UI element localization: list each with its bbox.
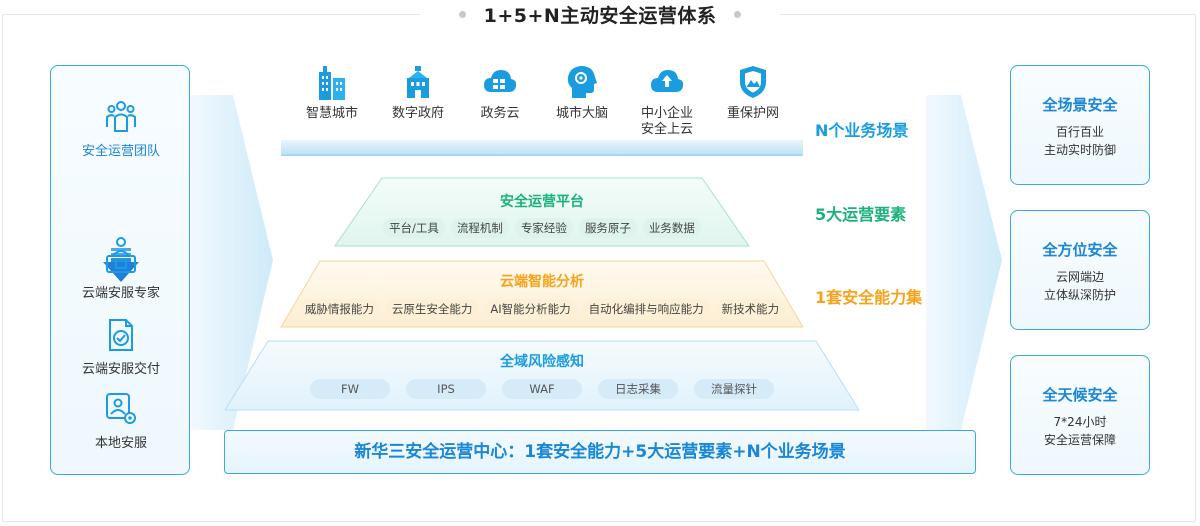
scenario-label: 政务云 <box>480 106 520 121</box>
tier-cloud-analysis: 云端智能分析 威胁情报能力 云原生安全能力 AI智能分析能力 自动化编排与响应能… <box>280 260 804 328</box>
left-item-label: 安全运营团队 <box>81 144 160 159</box>
tier-label-analysis: 1套安全能力集 <box>815 288 923 307</box>
tier-chips: FW IPS WAF 日志采集 流量探针 <box>224 379 860 399</box>
tier-label-scenarios: N个业务场景 <box>815 121 909 140</box>
right-box-line1: 7*24小时 <box>1053 415 1107 429</box>
right-box-title: 全天候安全 <box>1042 386 1118 404</box>
tier-risk-perception: 全域风险感知 FW IPS WAF 日志采集 流量探针 <box>224 340 860 411</box>
chip: 自动化编排与响应能力 <box>582 299 710 319</box>
bottom-banner: 新华三安全运营中心：1套安全能力+5大运营要素+N个业务场景 <box>224 430 976 474</box>
chip: 云原生安全能力 <box>385 299 479 319</box>
tier-label-ops: 5大运营要素 <box>815 205 907 224</box>
left-item-expert: 云端安服专家 <box>51 236 191 301</box>
right-wedge <box>926 95 1002 430</box>
scenario-label: 中小企业 <box>640 106 693 121</box>
left-item-delivery: 云端安服交付 <box>51 318 191 377</box>
shield-icon <box>740 66 766 98</box>
scenario-smart-city: 智慧城市 <box>287 64 377 122</box>
tier-title: 云端智能分析 <box>500 274 584 290</box>
title-dot-right <box>734 10 742 18</box>
right-box-line2: 主动实时防御 <box>1043 143 1116 157</box>
tier-chips: 威胁情报能力 云原生安全能力 AI智能分析能力 自动化编排与响应能力 新技术能力 <box>280 299 804 319</box>
scenario-digital-gov: 数字政府 <box>373 64 463 122</box>
chip: 新技术能力 <box>715 299 786 319</box>
right-box-line2: 立体纵深防护 <box>1043 288 1116 302</box>
scenario-label: 重保护网 <box>726 106 779 121</box>
delivery-icon <box>109 319 133 351</box>
scenario-label: 数字政府 <box>391 106 444 121</box>
scenario-platform-bar <box>281 140 803 156</box>
city-buildings-icon <box>319 66 345 100</box>
left-panel: 安全运营团队 云端安服专家 云端安服交付 <box>50 65 190 475</box>
cloud-grid-icon <box>484 70 517 92</box>
tier-title: 安全运营平台 <box>500 194 584 210</box>
left-item-local: 本地安服 <box>51 392 191 451</box>
tier-chips: 平台/工具 流程机制 专家经验 服务原子 业务数据 <box>334 218 750 238</box>
right-box-line1: 云网端边 <box>1055 270 1104 284</box>
chip: 业务数据 <box>642 218 701 238</box>
chip: 专家经验 <box>514 218 573 238</box>
chip: 流量探针 <box>694 379 774 399</box>
scenario-sme-cloud: 中小企业 安全上云 <box>622 64 712 138</box>
scenario-label: 城市大脑 <box>555 106 608 121</box>
diagram-title: 1+5+N主动安全运营体系 <box>483 4 717 27</box>
right-box-line1: 百行百业 <box>1055 125 1104 139</box>
tier-ops-platform: 安全运营平台 平台/工具 流程机制 专家经验 服务原子 业务数据 <box>334 177 750 247</box>
left-item-label: 本地安服 <box>94 436 147 451</box>
cloud-upload-icon <box>651 70 684 92</box>
team-icon <box>106 101 136 132</box>
right-box-all-direction: 全方位安全 云网端边 立体纵深防护 <box>1010 210 1150 330</box>
chip: 流程机制 <box>450 218 509 238</box>
right-box-all-weather: 全天候安全 7*24小时 安全运营保障 <box>1010 355 1150 475</box>
chip: 日志采集 <box>598 379 678 399</box>
scenario-key-protection: 重保护网 <box>708 64 798 122</box>
left-item-label: 云端安服专家 <box>81 286 160 301</box>
chip: WAF <box>502 379 582 399</box>
chip: 威胁情报能力 <box>298 299 380 319</box>
left-item-team: 安全运营团队 <box>51 100 191 159</box>
chip: FW <box>310 379 390 399</box>
left-wedge <box>191 95 273 430</box>
scenario-label: 智慧城市 <box>305 106 358 121</box>
right-box-title: 全场景安全 <box>1042 96 1118 114</box>
government-icon <box>407 66 429 98</box>
scenario-gov-cloud: 政务云 <box>455 64 545 122</box>
left-item-label: 云端安服交付 <box>81 362 160 377</box>
chip: IPS <box>406 379 486 399</box>
chip: 平台/工具 <box>383 218 445 238</box>
local-service-icon <box>106 393 136 424</box>
title-bar: 1+5+N主动安全运营体系 <box>420 0 780 28</box>
brain-icon <box>567 66 597 98</box>
chip: AI智能分析能力 <box>484 299 577 319</box>
right-box-title: 全方位安全 <box>1042 241 1118 259</box>
expert-icon <box>106 237 136 273</box>
scenario-city-brain: 城市大脑 <box>537 64 627 122</box>
right-box-all-scene: 全场景安全 百行百业 主动实时防御 <box>1010 65 1150 185</box>
title-dot-left <box>458 10 466 18</box>
scenario-label-line2: 安全上云 <box>640 122 693 137</box>
tier-title: 全域风险感知 <box>500 354 584 370</box>
right-box-line2: 安全运营保障 <box>1043 433 1116 447</box>
chip: 服务原子 <box>578 218 637 238</box>
